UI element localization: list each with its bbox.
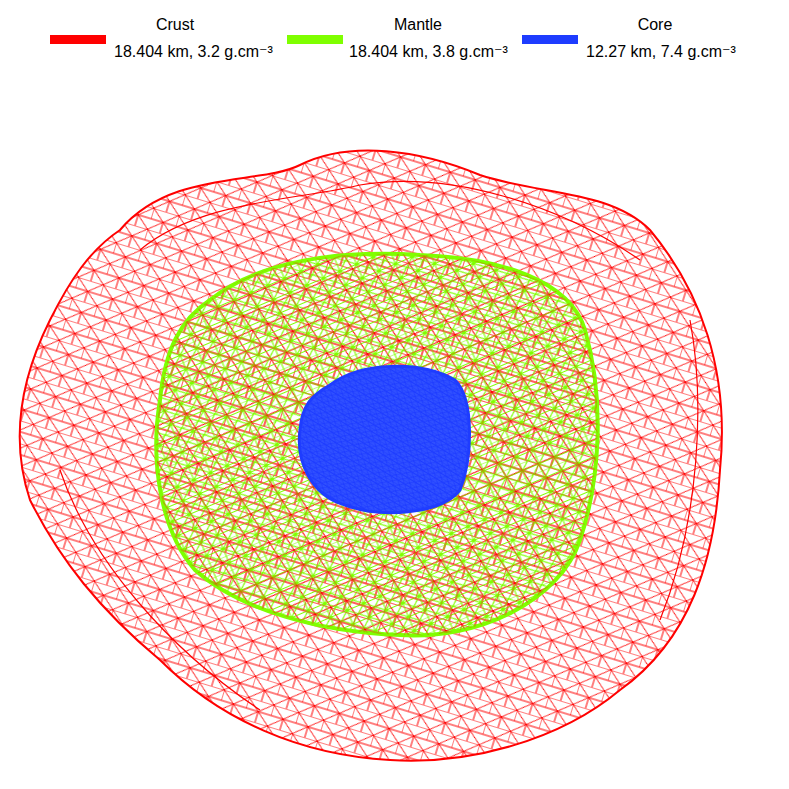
crust-ridge [60,182,698,710]
mantle-mesh [156,254,597,636]
crust-mesh [20,151,722,761]
legend-label: Mantle [394,16,442,34]
layer-dimension: 18.404 km, 3.2 g.cm⁻³ [114,43,273,61]
legend-label: Crust [156,16,194,34]
layer-dimension: 18.404 km, 3.8 g.cm⁻³ [349,43,508,61]
core-mesh [299,366,469,512]
core-body [299,366,469,512]
legend-label: Core [638,16,673,34]
layer-dimension: 12.27 km, 7.4 g.cm⁻³ [586,43,736,61]
legend-swatch [522,35,578,44]
legend-swatch [287,35,343,44]
core-shell [299,366,469,512]
mantle-shell [156,254,597,636]
legend-swatch [50,35,106,44]
crust-shell [20,151,722,761]
crust-mesh-behind [156,254,597,636]
